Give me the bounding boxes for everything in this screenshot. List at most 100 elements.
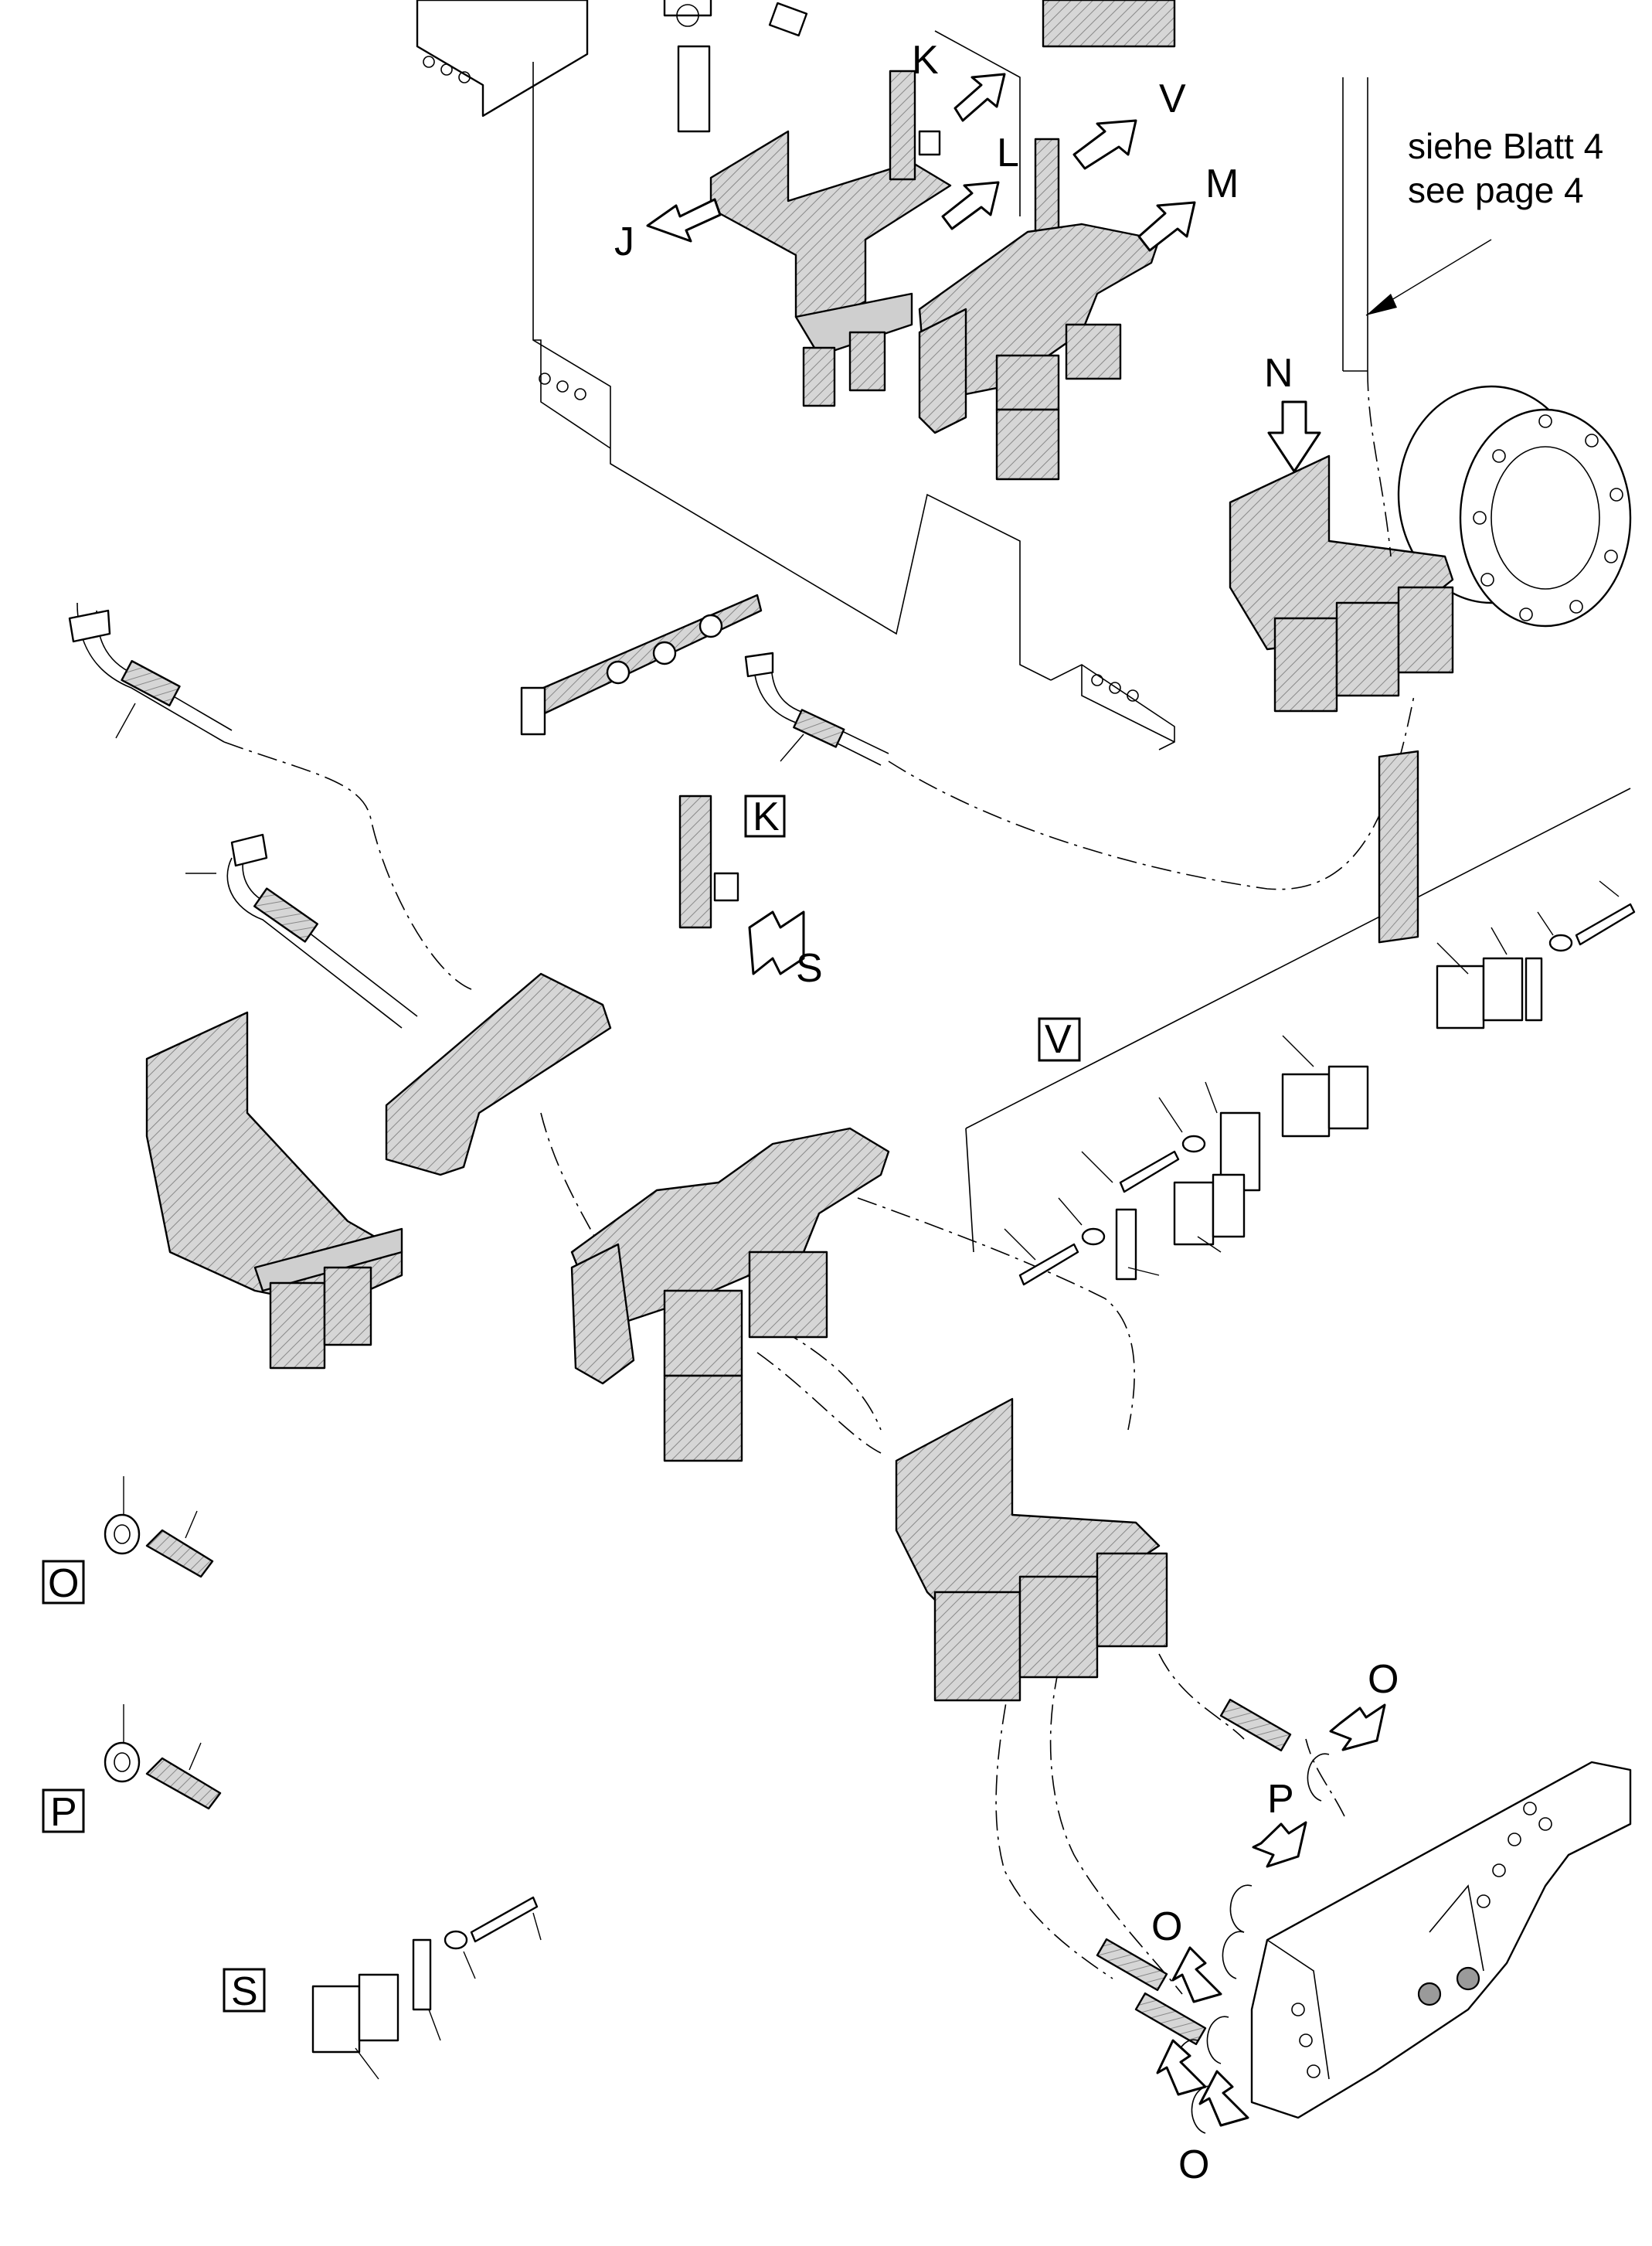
- bracket-j-exploded-body: [145, 1011, 403, 1308]
- bottom-frame-plate: [1250, 1761, 1632, 2119]
- callout-l: L: [997, 131, 1019, 175]
- detail-v-leaders: [1004, 880, 1620, 1276]
- bracket-j-exploded-clamp-a: [269, 1281, 326, 1370]
- motor-flange-bolts: [1473, 414, 1623, 621]
- bracket-m-top: [918, 223, 1161, 481]
- washer-c: [1081, 1227, 1106, 1246]
- bracket-j-clamp-a: [802, 346, 836, 407]
- clamp-half-a1: [1436, 965, 1485, 1029]
- detail-s-leader-washer: [463, 1951, 476, 1979]
- arrow-o-bottom-right: [1198, 2070, 1249, 2127]
- bracket-j-exploded-foot: [253, 1227, 403, 1292]
- hose-left-top: [68, 602, 233, 743]
- arrow-s: [748, 910, 805, 975]
- frame-plate-body: [1250, 1761, 1632, 2119]
- arrow-n: [1267, 400, 1321, 473]
- clamp-half-c1: [1173, 1181, 1215, 1246]
- callout-k: K: [912, 38, 939, 83]
- detail-s-clamp-a: [311, 1985, 361, 2054]
- detail-s-leader-bolt: [532, 1912, 542, 1941]
- bracket-m-exploded-clamp-c: [663, 1374, 743, 1462]
- clamp-half-a2: [1482, 957, 1524, 1022]
- part-k-detail: K: [678, 795, 786, 929]
- washer-a: [1548, 934, 1573, 952]
- frame-lower-step: [533, 339, 611, 449]
- callout-m: M: [1205, 162, 1239, 206]
- boxed-label-k: K: [753, 795, 780, 839]
- flange-hole: [676, 4, 699, 27]
- detail-o-leader-fitting: [185, 1510, 198, 1539]
- note-line-2: see page 4: [1408, 170, 1584, 210]
- frame-corner-face: [1081, 665, 1175, 743]
- detail-o-fitting: [145, 1529, 214, 1578]
- detail-p-fitting: [145, 1757, 222, 1810]
- detail-v-top-border: [965, 788, 1631, 1129]
- frame-top-left-block: [416, 0, 589, 117]
- bolt-c: [1018, 1243, 1079, 1286]
- wedge-bracket-body: [385, 972, 612, 1176]
- fitting-manifold: [520, 594, 763, 736]
- frame-top-bracket: [1042, 0, 1176, 48]
- frame-plate-left: [677, 45, 711, 133]
- detail-o-nut: [104, 1513, 141, 1555]
- part-k-detail-plate: [678, 795, 712, 929]
- callout-j: J: [614, 219, 634, 264]
- detail-s-leader-plate: [428, 2009, 441, 2041]
- motor-flange-inner: [1491, 446, 1600, 590]
- frame-bolt-holes-top: [423, 56, 471, 83]
- manifold-tee-b: [652, 641, 677, 665]
- part-k-tab: [918, 130, 941, 156]
- frame-body-outline: [532, 62, 1052, 681]
- detail-v: V: [965, 750, 1636, 1286]
- frame-plate-holes: [1291, 1802, 1552, 2078]
- bracket-n: [1229, 454, 1454, 713]
- boxed-label-v-frame: [1038, 1017, 1081, 1062]
- bracket-m-exploded-clamp-b: [748, 1251, 828, 1339]
- arrow-o-mid: [1171, 1946, 1222, 2003]
- hose-nut-left-top: [68, 609, 111, 643]
- boxed-label-o-frame: [42, 1560, 85, 1605]
- wedge-bracket: [385, 972, 612, 1176]
- bracket-n-exploded-clamp-c: [1096, 1552, 1168, 1648]
- part-k-detail-tab: [713, 872, 739, 902]
- bracket-j-clamp-b: [848, 331, 886, 392]
- boxed-label-k-frame: [744, 795, 786, 838]
- detail-v-clamp-set-b: [1119, 1065, 1369, 1193]
- hose-braid-left-mid: [253, 887, 318, 943]
- arrow-p: [1252, 1821, 1307, 1868]
- fitting-middle: [1096, 1938, 1168, 1992]
- motor-flange: [1397, 385, 1632, 628]
- callout-o-bottom: O: [1178, 2142, 1209, 2187]
- washer-b: [1181, 1135, 1206, 1153]
- manifold-tee-c: [699, 614, 723, 638]
- clamp-half-b1: [1281, 1073, 1331, 1138]
- detail-p-nut: [104, 1741, 141, 1783]
- bolt-b: [1119, 1150, 1180, 1193]
- cover-plate-a: [1525, 957, 1543, 1022]
- frame-lower-corner: [1050, 664, 1175, 750]
- hose-nut-left-mid: [230, 833, 268, 867]
- o-rings: [1175, 1753, 1330, 2134]
- callout-o-top: O: [1368, 1657, 1399, 1702]
- frame-small-tab: [768, 2, 808, 37]
- page-reference-note: siehe Blatt 4 see page 4: [1365, 126, 1603, 316]
- arrow-l: [1072, 119, 1137, 170]
- detail-p: P: [42, 1704, 222, 1835]
- bracket-n-exploded: [895, 1397, 1168, 1702]
- callout-n: N: [1264, 351, 1293, 396]
- arrow-k: [953, 73, 1006, 122]
- note-arrowhead: [1366, 294, 1397, 315]
- fitting-lower: [1134, 1992, 1207, 2046]
- bracket-m-exploded-side: [570, 1243, 635, 1385]
- bracket-n-clamp-b: [1335, 601, 1400, 697]
- hose-braid-center: [793, 709, 845, 748]
- detail-o: O: [42, 1476, 214, 1606]
- detail-v-left-border: [965, 1128, 974, 1253]
- hose-leader-left-top: [115, 703, 136, 739]
- detail-p-leader-fitting: [189, 1742, 202, 1771]
- frame-plate-fold: [1266, 1939, 1330, 2080]
- hose-nut-center: [744, 652, 774, 678]
- detail-s-leader-clamp: [355, 2047, 379, 2080]
